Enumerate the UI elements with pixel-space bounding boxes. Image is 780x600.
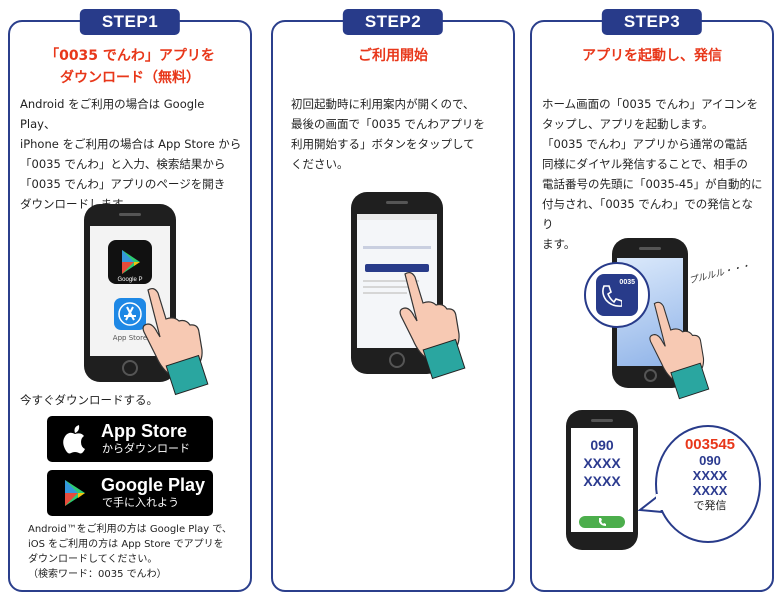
step3-body: ホーム画面の「0035 でんわ」アイコンを タップし、アプリを起動します。 「0… [542, 94, 764, 254]
start-using-button[interactable] [365, 264, 429, 272]
step1-body-line: 「0035 でんわ」アプリのページを開き [20, 177, 226, 191]
step2-body-line: 最後の画面で「0035 でんわアプリを [291, 117, 485, 131]
prefixed-number: 003545 090 XXXX XXXX で発信 [668, 436, 752, 513]
dialer-screen: 090 XXXX XXXX [571, 428, 633, 532]
step1-body-line: 「0035 でんわ」と入力、検索結果から [20, 157, 226, 171]
step3-card: STEP3 アプリを起動し、発信 ホーム画面の「0035 でんわ」アイコンを タ… [530, 9, 774, 592]
step2-body-line: ください。 [291, 157, 349, 171]
step2-badge: STEP2 [342, 9, 444, 35]
step3-body-line: 電話番号の先頭に「0035-45」が自動的に [542, 177, 763, 191]
step1-badge: STEP1 [79, 9, 181, 35]
phone-handset-icon [599, 518, 606, 526]
step1-title-line1: 「0035 でんわ」アプリを [45, 48, 215, 64]
ringing-text: プルルル・・・ [688, 261, 752, 287]
google-play-download-button[interactable]: Google Play で手に入れよう [47, 470, 213, 516]
apple-icon [63, 425, 85, 454]
step1-note-line: ダウンロードしてください。 [28, 554, 158, 565]
step2-body: 初回起動時に利用案内が開くので、 最後の画面で「0035 でんわアプリを 利用開… [291, 94, 505, 174]
download-now-text: 今すぐダウンロードする。 [20, 393, 158, 407]
step1-card: STEP1 「0035 でんわ」アプリを ダウンロード（無料） Android … [8, 9, 252, 592]
step2-body-line: 利用開始する」ボタンをタップして [291, 137, 475, 151]
step3-badge: STEP3 [601, 9, 703, 35]
hand-icon [142, 287, 209, 396]
step1-body: Android をご利用の場合は Google Play、 iPhone をご利… [20, 94, 242, 214]
step2-card: STEP2 ご利用開始 初回起動時に利用案内が開くので、 最後の画面で「0035… [271, 9, 515, 592]
step2-body-line: 初回起動時に利用案内が開くので、 [291, 97, 475, 111]
google-play-app-icon: Google P [108, 240, 152, 284]
step3-body-line: 同様にダイヤル発信することで、相手の [542, 157, 748, 171]
app-icon-callout: 0035 [584, 262, 650, 328]
step3-body-line: ホーム画面の「0035 でんわ」アイコンを [542, 97, 759, 111]
0035-app-icon[interactable]: 0035 [596, 274, 638, 316]
hand-icon [399, 271, 466, 380]
step1-title-line2: ダウンロード（無料） [60, 70, 200, 86]
step1-note-line: （検索ワード：0035 でんわ） [28, 569, 167, 580]
call-suffix: で発信 [693, 499, 727, 512]
step3-body-line: 付与され、「0035 でんわ」での発信となり [542, 197, 753, 231]
step1-note-line: Android™をご利用の方は Google Play で、 [28, 524, 232, 535]
app-store-download-button[interactable]: App Store からダウンロード [47, 416, 213, 462]
dialer-phone-illustration: 090 XXXX XXXX [566, 410, 638, 550]
phone-screen: Google P App Store [90, 226, 170, 356]
step3-body-line: 「0035 でんわ」アプリから通常の電話 [542, 137, 748, 151]
step2-title: ご利用開始 [358, 48, 428, 64]
call-button[interactable] [579, 516, 625, 528]
step1-body-line: iPhone をご利用の場合は App Store から [20, 137, 242, 151]
step3-body-line: タップし、アプリを起動します。 [542, 117, 714, 131]
speech-bubble [637, 425, 761, 543]
hand-icon [649, 301, 710, 400]
prefix-code: 003545 [684, 436, 736, 453]
google-play-icon [65, 480, 85, 506]
phone-icon [602, 285, 622, 307]
step1-body-line: Android をご利用の場合は Google Play、 [20, 97, 205, 131]
step3-body-line: ます。 [542, 237, 576, 251]
dialed-number: 090 XXXX XXXX [583, 437, 621, 489]
app-store-icon-label: App Store [112, 334, 148, 342]
step1-note-line: iOS をご利用の方は App Store でアプリを [28, 539, 224, 550]
step1-note: Android™をご利用の方は Google Play で、 iOS をご利用の… [28, 522, 242, 582]
app-store-app-icon [114, 298, 146, 330]
step3-title: アプリを起動し、発信 [582, 48, 722, 64]
